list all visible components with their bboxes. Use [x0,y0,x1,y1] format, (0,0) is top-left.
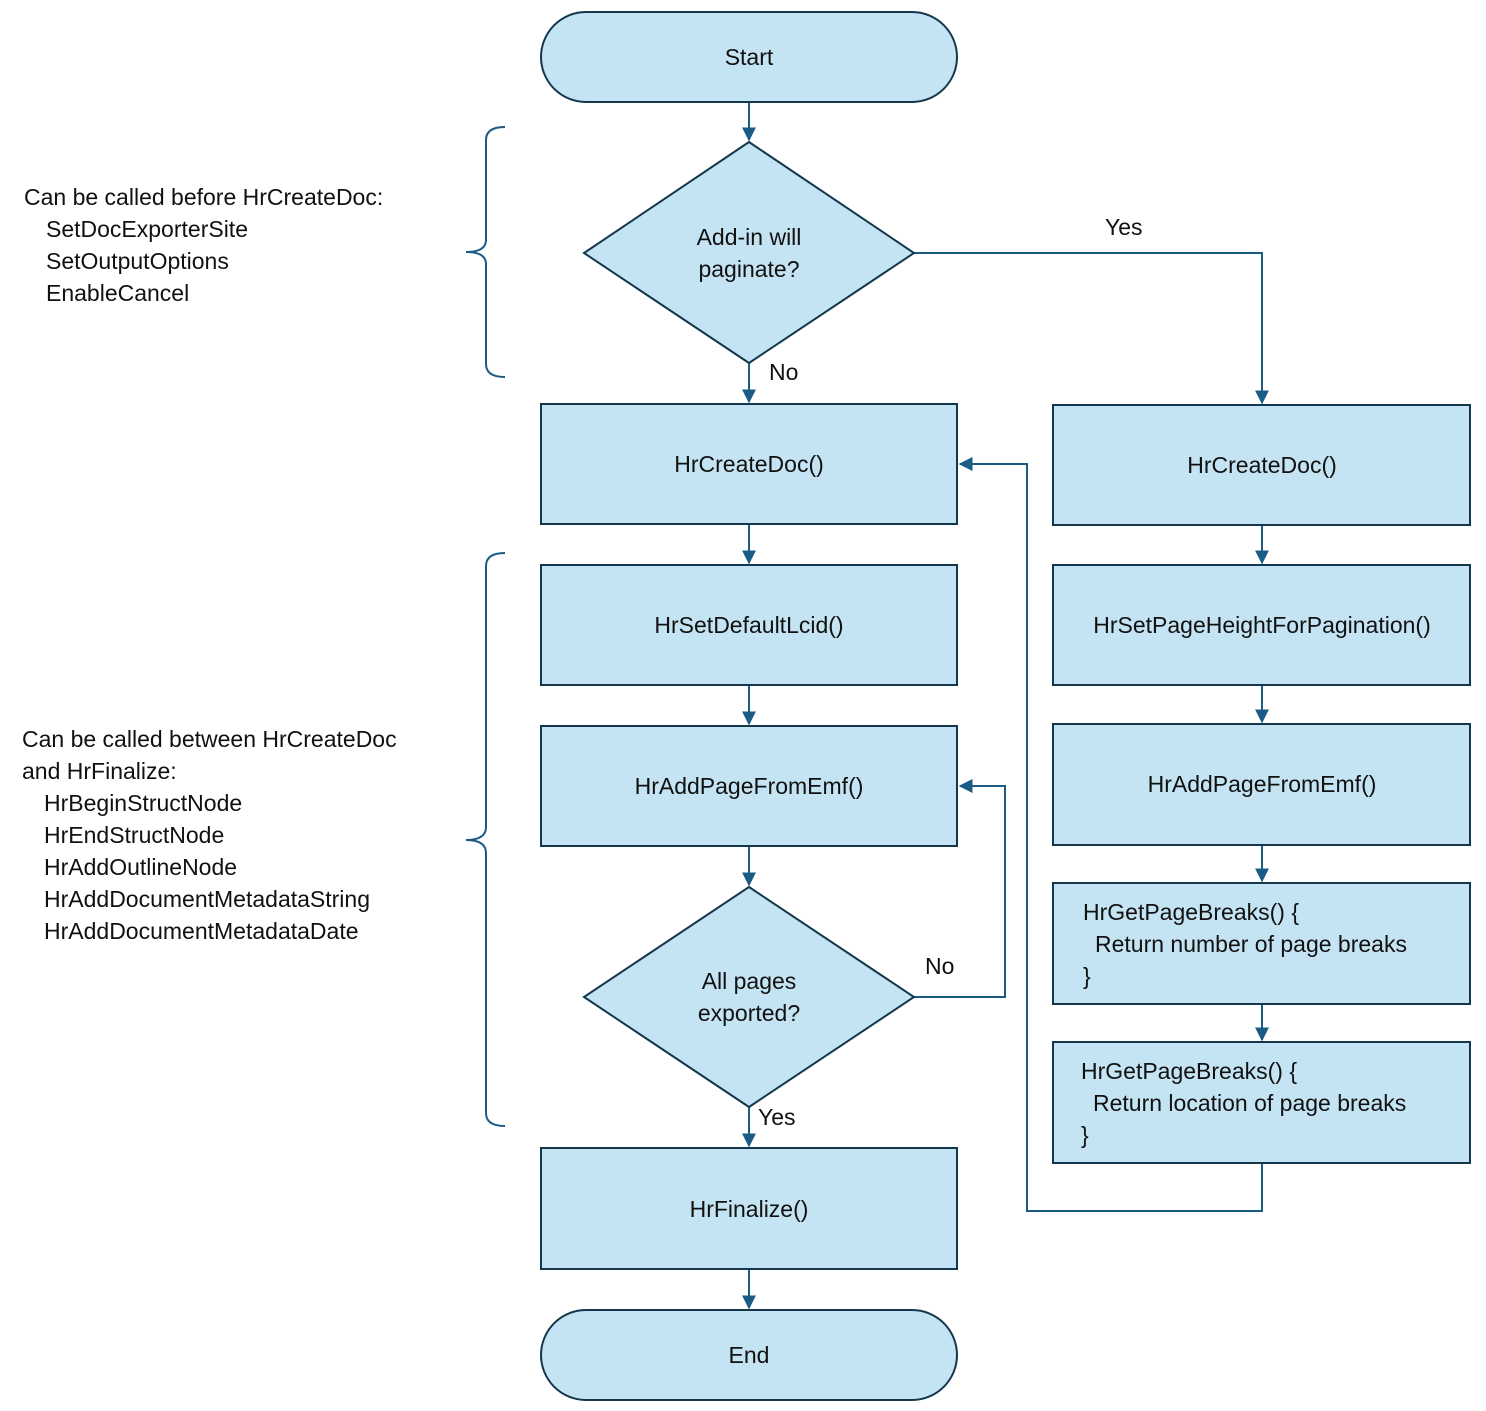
create-doc-right-label-line: HrCreateDoc() [1187,452,1337,478]
edge-allpages-no-loop [914,779,1006,998]
note-between-title-line: and HrFinalize: [22,758,177,784]
set-default-lcid-label-line: HrSetDefaultLcid() [654,612,843,638]
edge-label-no-paginate: No [769,359,798,385]
create-doc-left-label: HrCreateDoc() [674,451,824,477]
get-breaks-location-shape [1052,1041,1471,1164]
get-breaks-count-label-line: } [1083,963,1091,989]
edge-breaks-location-back-to-createdoc [958,457,1263,1212]
edge-label-yes-paginate: Yes [1105,214,1143,240]
edge-decision-yes-to-createdoc-right [914,252,1269,405]
create-doc-left-shape [540,403,958,525]
add-page-left-label: HrAddPageFromEmf() [635,773,864,799]
create-doc-right-box: HrCreateDoc() [1052,404,1471,526]
get-breaks-count-box: HrGetPageBreaks() { Return number of page… [1052,882,1471,1005]
set-page-height-box: HrSetPageHeightForPagination() [1052,564,1471,686]
end-label-line: End [729,1342,770,1368]
create-doc-left-label-line: HrCreateDoc() [674,451,824,477]
note-before-createdoc: Can be called before HrCreateDoc: SetDoc… [24,184,383,306]
bracket-before-createdoc [465,126,506,378]
add-page-left-shape [540,725,958,847]
set-default-lcid-label: HrSetDefaultLcid() [654,612,843,638]
finalize-label-line: HrFinalize() [690,1196,809,1222]
decision-paginate-label-line: paginate? [698,256,799,282]
create-doc-right-label: HrCreateDoc() [1187,452,1337,478]
get-breaks-location-label: HrGetPageBreaks() { Return location of pa… [1081,1058,1406,1148]
set-page-height-label: HrSetPageHeightForPagination() [1093,612,1431,638]
note-between-item: HrEndStructNode [44,822,224,848]
finalize-box: HrFinalize() [540,1147,958,1270]
start-shape [540,11,958,103]
note-before-item: EnableCancel [46,280,189,306]
add-page-right-shape [1052,723,1471,846]
start-terminator: Start [540,11,958,103]
edge-label-yes-all-pages: Yes [758,1104,796,1130]
finalize-label: HrFinalize() [690,1196,809,1222]
note-between-item: HrAddOutlineNode [44,854,237,880]
set-page-height-shape [1052,564,1471,686]
end-terminator: End [540,1309,958,1401]
get-breaks-count-label: HrGetPageBreaks() { Return number of page… [1083,899,1407,989]
decision-paginate: Add-in will paginate? [582,140,916,365]
note-between: Can be called between HrCreateDoc and Hr… [22,726,397,944]
get-breaks-location-label-line: } [1081,1122,1089,1148]
get-breaks-count-label-line: Return number of page breaks [1095,931,1407,957]
start-label: Start [725,44,774,70]
get-breaks-location-label-line: Return location of page breaks [1093,1090,1406,1116]
add-page-left-box: HrAddPageFromEmf() [540,725,958,847]
create-doc-right-shape [1052,404,1471,526]
edge-label-no-all-pages: No [925,953,954,979]
add-page-right-box: HrAddPageFromEmf() [1052,723,1471,846]
note-before-item: SetOutputOptions [46,248,229,274]
set-default-lcid-box: HrSetDefaultLcid() [540,564,958,686]
add-page-right-label-line: HrAddPageFromEmf() [1148,771,1377,797]
bracket-between [465,552,506,1127]
decision-paginate-shape [582,140,916,365]
get-breaks-count-label-line: HrGetPageBreaks() { [1083,899,1299,925]
decision-paginate-label-line: Add-in will [697,224,802,250]
add-page-left-label-line: HrAddPageFromEmf() [635,773,864,799]
decision-all-pages-label-line: All pages [702,968,797,994]
decision-all-pages: All pages exported? [582,885,916,1109]
edges [742,102,1269,1310]
note-between-item: HrAddDocumentMetadataDate [44,918,359,944]
decision-all-pages-label-line: exported? [698,1000,800,1026]
start-label-line: Start [725,44,774,70]
note-between-item: HrAddDocumentMetadataString [44,886,370,912]
add-page-right-label: HrAddPageFromEmf() [1148,771,1377,797]
decision-all-pages-shape [582,885,916,1109]
note-before-item: SetDocExporterSite [46,216,248,242]
create-doc-left-box: HrCreateDoc() [540,403,958,525]
set-page-height-label-line: HrSetPageHeightForPagination() [1093,612,1431,638]
finalize-shape [540,1147,958,1270]
note-before-createdoc-title: Can be called before HrCreateDoc: [24,184,383,210]
end-shape [540,1309,958,1401]
get-breaks-count-shape [1052,882,1471,1005]
set-default-lcid-shape [540,564,958,686]
get-breaks-location-label-line: HrGetPageBreaks() { [1081,1058,1297,1084]
decision-all-pages-label: All pages exported? [698,968,800,1026]
decision-paginate-label: Add-in will paginate? [697,224,802,282]
get-breaks-location-box: HrGetPageBreaks() { Return location of pa… [1052,1041,1471,1164]
note-between-item: HrBeginStructNode [44,790,242,816]
note-between-title-line: Can be called between HrCreateDoc [22,726,397,752]
end-label: End [729,1342,770,1368]
